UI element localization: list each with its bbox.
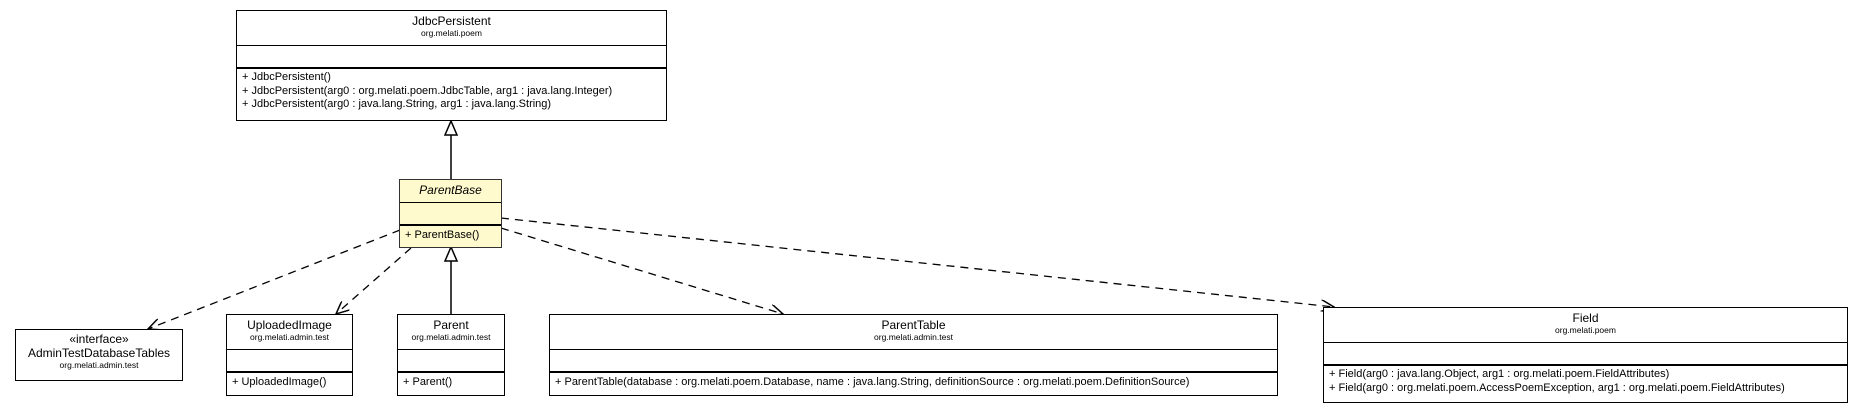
class-package: org.melati.poem bbox=[1555, 325, 1616, 335]
class-header: ParentBase bbox=[400, 180, 501, 203]
class-package: org.melati.admin.test bbox=[874, 332, 953, 342]
class-header: ParentTable org.melati.admin.test bbox=[550, 315, 1277, 350]
class-field[interactable]: Field org.melati.poem + Field(arg0 : jav… bbox=[1323, 307, 1848, 403]
operation: + JdbcPersistent(arg0 : org.melati.poem.… bbox=[242, 84, 613, 97]
class-jdbcpersistent[interactable]: JdbcPersistent org.melati.poem + JdbcPer… bbox=[236, 10, 667, 121]
operation: + Field(arg0 : org.melati.poem.AccessPoe… bbox=[1329, 381, 1785, 394]
operation: + ParentTable(database : org.melati.poem… bbox=[555, 376, 1190, 388]
dependency-parentbase-to-field bbox=[500, 217, 1334, 307]
class-name: UploadedImage bbox=[247, 318, 332, 332]
operation: + JdbcPersistent(arg0 : java.lang.String… bbox=[242, 98, 552, 110]
operation: + Parent() bbox=[403, 376, 453, 388]
attributes-compartment bbox=[398, 350, 504, 373]
operations-compartment: + ParentBase() bbox=[400, 226, 501, 243]
class-name: AdminTestDatabaseTables bbox=[27, 346, 171, 360]
class-package: org.melati.admin.test bbox=[59, 360, 139, 370]
dependency-parentbase-to-uploadedimage bbox=[336, 247, 412, 314]
operations-compartment: + UploadedImage() bbox=[227, 373, 352, 390]
class-name: Field bbox=[1572, 311, 1599, 325]
operation: + JdbcPersistent() bbox=[242, 71, 331, 83]
generalization-parent-to-parentbase bbox=[443, 245, 459, 314]
dependency-parentbase-to-parenttable bbox=[500, 227, 783, 314]
attributes-compartment bbox=[1324, 343, 1847, 366]
class-parentbase[interactable]: ParentBase + ParentBase() bbox=[399, 179, 502, 248]
attributes-compartment bbox=[550, 350, 1277, 373]
class-header: Field org.melati.poem bbox=[1324, 308, 1847, 343]
attributes-compartment bbox=[237, 46, 666, 69]
class-parent[interactable]: Parent org.melati.admin.test + Parent() bbox=[397, 314, 505, 396]
interface-admintestdatabasetables[interactable]: «interface» AdminTestDatabaseTables org.… bbox=[15, 329, 183, 381]
operations-compartment: + Parent() bbox=[398, 373, 504, 390]
hollow-triangle-arrow-icon bbox=[443, 245, 459, 262]
attributes-compartment bbox=[400, 203, 501, 226]
hollow-triangle-arrow-icon bbox=[443, 119, 459, 136]
class-header: JdbcPersistent org.melati.poem bbox=[237, 11, 666, 46]
class-name: Parent bbox=[433, 318, 469, 332]
class-uploadedimage[interactable]: UploadedImage org.melati.admin.test + Up… bbox=[226, 314, 353, 396]
operation: + ParentBase() bbox=[405, 229, 480, 241]
operation: + UploadedImage() bbox=[232, 376, 327, 388]
class-name: ParentBase bbox=[419, 183, 482, 197]
generalization-parentbase-to-jdbcpersistent bbox=[443, 119, 459, 179]
class-name: ParentTable bbox=[881, 318, 946, 332]
class-header: UploadedImage org.melati.admin.test bbox=[227, 315, 352, 350]
class-name: JdbcPersistent bbox=[412, 14, 491, 28]
class-package: org.melati.admin.test bbox=[411, 332, 491, 342]
operation: + Field(arg0 : java.lang.Object, arg1 : … bbox=[1329, 368, 1670, 380]
stereotype-label: «interface» bbox=[69, 332, 129, 346]
attributes-compartment bbox=[227, 350, 352, 373]
operations-compartment: + JdbcPersistent() + JdbcPersistent(arg0… bbox=[237, 69, 666, 112]
operations-compartment: + Field(arg0 : java.lang.Object, arg1 : … bbox=[1324, 366, 1847, 395]
operations-compartment: + ParentTable(database : org.melati.poem… bbox=[550, 373, 1277, 390]
class-parenttable[interactable]: ParentTable org.melati.admin.test + Pare… bbox=[549, 314, 1278, 396]
class-package: org.melati.poem bbox=[421, 28, 482, 38]
class-header: Parent org.melati.admin.test bbox=[398, 315, 504, 350]
class-package: org.melati.admin.test bbox=[250, 332, 329, 342]
